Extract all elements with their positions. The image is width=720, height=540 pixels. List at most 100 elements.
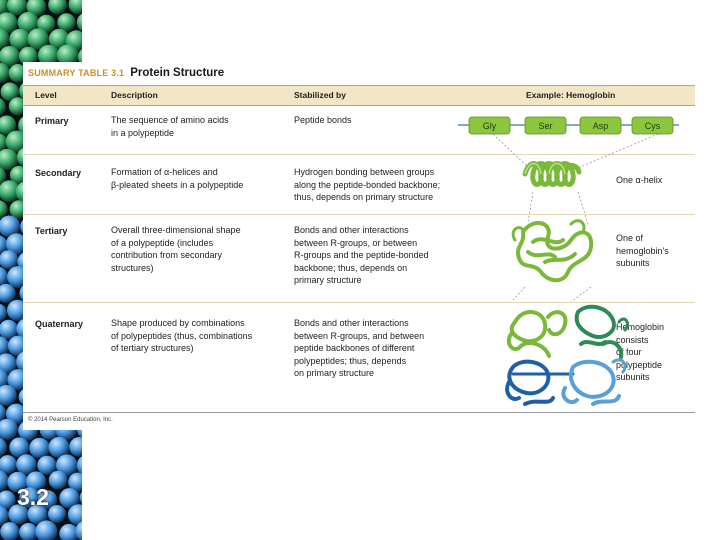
molecule-sphere <box>0 455 17 474</box>
row-tertiary-description: Overall three-dimensional shape of a pol… <box>111 225 241 273</box>
molecule-sphere <box>69 437 82 457</box>
molecule-sphere <box>48 28 70 50</box>
molecule-sphere <box>0 62 10 84</box>
molecule-sphere <box>37 490 58 510</box>
molecule-sphere <box>0 437 7 457</box>
molecule-sphere <box>0 200 8 219</box>
molecule-sphere <box>0 470 9 492</box>
molecule-sphere <box>0 522 20 540</box>
molecule-sphere <box>26 0 47 17</box>
row-secondary-example: One α-helix <box>616 175 663 185</box>
molecule-sphere <box>0 266 9 287</box>
row-quaternary-description: Shape produced by combinations of polype… <box>111 318 253 354</box>
molecule-sphere <box>0 250 19 270</box>
molecule-sphere <box>19 522 38 540</box>
dashed-guides <box>492 133 659 303</box>
molecule-sphere <box>18 46 38 66</box>
molecule-sphere <box>59 523 79 540</box>
molecule-sphere <box>25 471 47 492</box>
molecule-sphere <box>9 437 30 458</box>
molecule-sphere <box>68 0 82 15</box>
molecule-sphere <box>77 49 82 65</box>
molecule-sphere <box>0 403 6 422</box>
molecule-sphere <box>0 505 9 526</box>
molecule-sphere <box>75 521 82 540</box>
molecule-sphere <box>27 504 48 525</box>
molecule-sphere <box>48 0 67 15</box>
molecule-sphere <box>0 98 6 117</box>
header-description: Description <box>111 90 158 100</box>
amino-acid-box: Cys <box>631 116 674 135</box>
molecule-sphere <box>5 233 28 255</box>
quaternary-hemoglobin <box>505 304 629 406</box>
header-example: Example: Hemoglobin <box>526 90 616 100</box>
molecule-sphere <box>29 437 50 459</box>
row-secondary-stabilized-by: Hydrogen bonding between groups along th… <box>294 167 441 203</box>
amino-acid-box: Gly <box>468 116 511 135</box>
header-stabilized-by: Stabilized by <box>294 90 346 100</box>
molecule-sphere <box>48 436 70 458</box>
molecule-sphere <box>0 368 9 390</box>
molecule-sphere <box>0 283 16 303</box>
amino-acid-label: Ser <box>538 121 552 131</box>
row-primary-level: Primary <box>35 116 69 126</box>
row-quaternary-level: Quaternary <box>35 319 84 329</box>
molecule-sphere <box>79 491 82 504</box>
molecule-sphere <box>68 504 82 526</box>
molecule-sphere <box>0 45 20 67</box>
molecule-sphere <box>9 28 31 50</box>
row-tertiary-stabilized-by: Bonds and other interactions between R-g… <box>294 225 429 286</box>
molecule-sphere <box>48 505 66 523</box>
molecule-sphere <box>0 115 17 135</box>
molecule-sphere <box>48 470 68 490</box>
copyright-notice: © 2014 Pearson Education, Inc. <box>28 417 113 423</box>
molecule-sphere <box>0 418 18 440</box>
molecule-sphere <box>56 454 78 477</box>
molecule-sphere <box>0 384 17 406</box>
molecule-sphere <box>0 490 16 510</box>
molecule-sphere <box>0 303 7 322</box>
molecule-sphere <box>0 148 18 171</box>
row-divider <box>23 302 695 303</box>
amino-acid-label: Asp <box>593 121 609 131</box>
molecule-sphere <box>0 12 18 34</box>
molecule-sphere <box>76 13 82 31</box>
molecule-sphere <box>59 488 80 509</box>
molecule-sphere <box>76 456 82 475</box>
molecule-sphere <box>5 130 28 153</box>
molecule-sphere <box>0 0 9 17</box>
alpha-helix <box>522 161 582 187</box>
molecule-sphere <box>7 299 29 321</box>
table-header-row: Level Description Stabilized by Example:… <box>23 85 695 106</box>
molecule-sphere <box>35 520 58 540</box>
molecule-sphere <box>56 44 79 67</box>
table-tag: SUMMARY TABLE 3.1 <box>28 68 125 78</box>
molecule-sphere <box>7 0 27 16</box>
molecule-sphere <box>8 504 29 525</box>
amino-acid-label: Gly <box>483 121 497 131</box>
row-quaternary-stabilized-by: Bonds and other interactions between R-g… <box>294 318 425 379</box>
molecule-sphere <box>38 44 60 66</box>
amino-acid-box: Ser <box>524 116 567 135</box>
molecule-sphere <box>0 336 10 357</box>
row-primary-stabilized-by: Peptide bonds <box>294 115 352 125</box>
molecule-sphere <box>37 14 56 33</box>
row-primary-description: The sequence of amino acids in a polypep… <box>111 115 229 138</box>
molecule-sphere <box>0 133 8 152</box>
molecule-sphere <box>0 215 21 238</box>
molecule-sphere <box>0 82 20 102</box>
molecule-sphere <box>27 28 49 50</box>
row-divider <box>23 154 695 155</box>
molecule-sphere <box>0 180 21 203</box>
molecule-sphere <box>16 454 37 475</box>
table-bottom-rule <box>23 412 695 413</box>
row-divider <box>23 214 695 215</box>
row-tertiary-level: Tertiary <box>35 226 68 236</box>
molecule-sphere <box>37 455 57 475</box>
row-secondary-description: Formation of α-helices and β-pleated she… <box>111 167 244 190</box>
molecule-sphere <box>5 403 27 425</box>
amino-acid-box: Asp <box>579 116 622 135</box>
molecule-sphere <box>0 28 10 50</box>
